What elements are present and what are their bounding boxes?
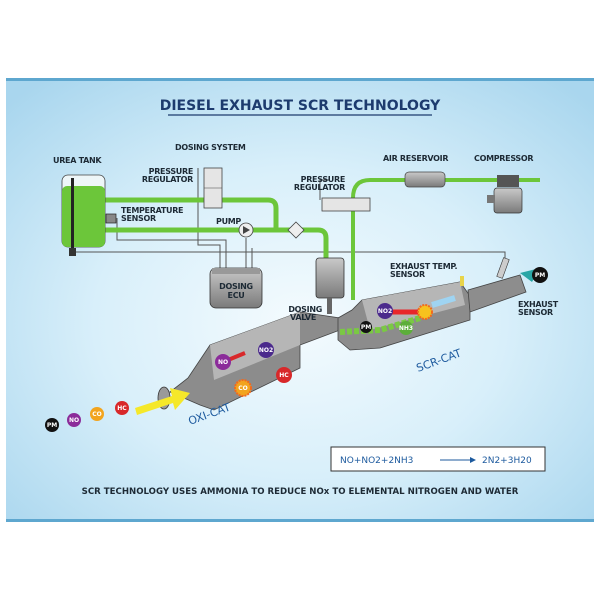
svg-text:PM: PM — [361, 324, 371, 331]
oxidation-arrow — [227, 351, 246, 362]
temperature-sensor-icon — [105, 213, 117, 224]
svg-text:CO: CO — [92, 411, 102, 418]
dosing-valve-label-2: VALVE — [290, 313, 316, 322]
molecule-hc-oxicat: HC — [276, 367, 292, 383]
molecule-no-inlet: NO — [67, 413, 81, 427]
dosing-ecu-label-1: DOSING — [219, 282, 253, 291]
compressor-icon — [487, 175, 523, 214]
svg-text:NO: NO — [218, 359, 228, 366]
pressure-regulator-1-label-1: PRESSURE — [149, 167, 193, 176]
svg-text:NH3: NH3 — [399, 325, 413, 332]
molecule-no-oxicat: NO — [215, 354, 231, 370]
panel-bottom-border — [6, 519, 594, 522]
pressure-regulator-valve-icon — [203, 167, 223, 209]
pressure-regulator-2-label-2: REGULATOR — [294, 183, 345, 192]
svg-text:PM: PM — [535, 272, 545, 279]
pump-arrow-icon — [243, 226, 250, 234]
diagram-title: DIESEL EXHAUST SCR TECHNOLOGY — [160, 98, 441, 114]
molecule-co-oxicat: CO — [234, 379, 252, 397]
panel-top-border — [6, 78, 594, 81]
svg-text:NO: NO — [69, 417, 79, 424]
caption: SCR TECHNOLOGY USES AMMONIA TO REDUCE NO… — [82, 487, 519, 497]
urea-return-line — [105, 197, 279, 230]
reaction-burst-icon — [417, 304, 433, 320]
filter-icon — [287, 221, 305, 239]
equation-arrowhead — [470, 457, 476, 463]
equation-left: NO+NO2+2NH3 — [340, 456, 413, 466]
urea-tank-icon — [61, 174, 106, 256]
air-reservoir-icon — [404, 171, 446, 188]
temperature-sensor-label-2: SENSOR — [121, 214, 156, 223]
molecule-pm-outlet: PM — [532, 267, 548, 283]
pressure-regulator-2-label-1: PRESSURE — [301, 175, 345, 184]
exhaust-temp-sensor-label-1: EXHAUST TEMP. — [390, 262, 457, 271]
urea-tank-label: UREA TANK — [53, 156, 102, 165]
equation-right: 2N2+3H20 — [482, 456, 532, 466]
svg-text:NO2: NO2 — [378, 308, 392, 315]
exhaust-sensor-icon — [496, 257, 510, 279]
molecule-pm-inlet: PM — [45, 418, 59, 432]
exhaust-sensor-label-1: EXHAUST — [518, 300, 559, 309]
dosing-ecu-label-2: ECU — [228, 291, 245, 300]
equation-box — [330, 446, 546, 472]
pressure-regulator-2-valve-icon — [321, 197, 371, 212]
svg-text:HC: HC — [279, 372, 289, 379]
dosing-system-label: DOSING SYSTEM — [175, 143, 246, 152]
exhaust-inflow-arrow — [135, 388, 190, 415]
temperature-sensor-label-1: TEMPERATURE — [121, 206, 183, 215]
exhaust-temp-sensor-label-2: SENSOR — [390, 270, 425, 279]
pressure-regulator-1-label-2: REGULATOR — [142, 175, 193, 184]
molecule-hc-inlet: HC — [115, 401, 129, 415]
molecule-nh3-scrcat: NH3 — [399, 321, 413, 335]
molecule-pm-scrcat: PM — [360, 321, 372, 333]
compressor-label: COMPRESSOR — [474, 154, 533, 163]
svg-text:PM: PM — [47, 422, 57, 429]
urea-supply-line — [105, 227, 329, 268]
svg-text:NO2: NO2 — [259, 347, 273, 354]
dosing-valve-icon — [315, 257, 345, 314]
svg-text:CO: CO — [238, 385, 248, 392]
dosing-ecu-icon — [209, 267, 263, 309]
clean-flow-arrow — [431, 295, 456, 308]
dosing-valve-label-1: DOSING — [288, 305, 322, 314]
molecule-no2-oxicat: NO2 — [258, 342, 274, 358]
pump-label: PUMP — [216, 217, 241, 226]
exhaust-sensor-label-2: SENSOR — [518, 308, 553, 317]
svg-text:HC: HC — [117, 405, 127, 412]
molecule-no2-scrcat: NO2 — [377, 303, 393, 319]
air-reservoir-label: AIR RESERVOIR — [383, 154, 448, 163]
molecule-co-inlet: CO — [90, 407, 104, 421]
exhaust-temp-sensor-icon — [460, 276, 464, 286]
